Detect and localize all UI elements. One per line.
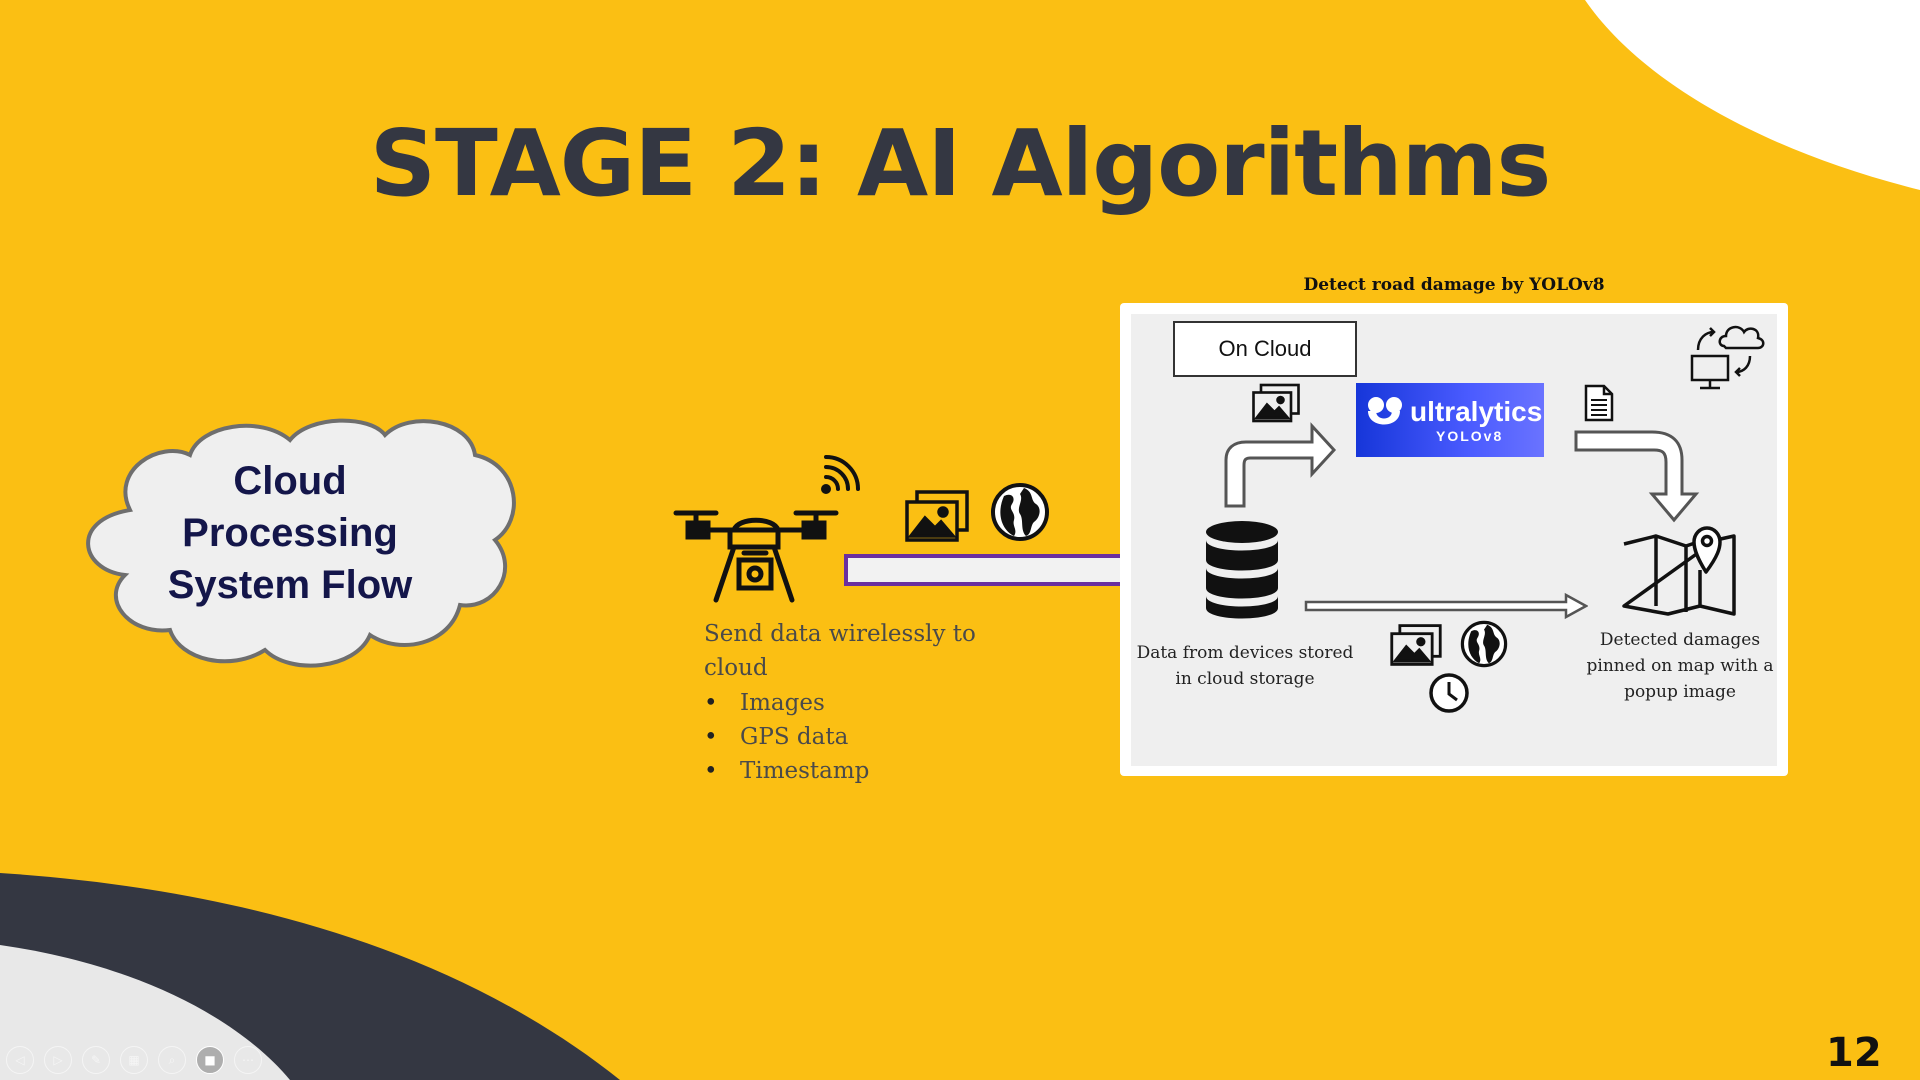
drone-icon bbox=[673, 510, 839, 603]
images-icon bbox=[1252, 383, 1300, 423]
more-icon[interactable]: ⋯ bbox=[234, 1046, 262, 1074]
ultralytics-model: YOLOv8 bbox=[1436, 428, 1504, 444]
images-icon bbox=[905, 490, 969, 542]
data-bullets: Images GPS data Timestamp bbox=[704, 686, 869, 788]
bottom-left-light-wave bbox=[0, 945, 290, 1080]
presenter-toolbar: ◁ ▷ ✎ ▦ ⌕ ■ ⋯ bbox=[6, 1046, 262, 1074]
slides-icon[interactable]: ▦ bbox=[120, 1046, 148, 1074]
map-pin-icon bbox=[1622, 526, 1736, 616]
cloud-label-line: Processing bbox=[182, 511, 398, 555]
globe-icon bbox=[991, 483, 1049, 541]
cloud-shape bbox=[86, 418, 516, 668]
cloud-sync-icon bbox=[1690, 325, 1765, 390]
images-icon bbox=[1390, 624, 1442, 666]
ultralytics-brand: ultralytics bbox=[1410, 396, 1543, 427]
send-data-text: Send data wirelessly to cloud bbox=[704, 621, 976, 681]
ultralytics-mark-icon bbox=[1368, 397, 1402, 425]
document-icon bbox=[1584, 384, 1614, 422]
slide-title: STAGE 2: AI Algorithms bbox=[369, 110, 1552, 217]
cloud-label-line: System Flow bbox=[167, 563, 413, 607]
globe-icon bbox=[1460, 620, 1508, 668]
upload-to-model-arrow bbox=[1224, 422, 1337, 508]
next-icon[interactable]: ▷ bbox=[44, 1046, 72, 1074]
wifi-signal-icon bbox=[821, 455, 860, 494]
page-number: 12 bbox=[1826, 1030, 1882, 1076]
zoom-icon[interactable]: ⌕ bbox=[158, 1046, 186, 1074]
result-to-map-arrow bbox=[1574, 430, 1700, 523]
pen-icon[interactable]: ✎ bbox=[82, 1046, 110, 1074]
on-cloud-label: On Cloud bbox=[1173, 321, 1357, 377]
bullet-item: Images bbox=[704, 686, 869, 720]
top-right-white-shape bbox=[1585, 0, 1920, 190]
cloud-label-line: Cloud bbox=[233, 459, 347, 503]
database-icon bbox=[1206, 521, 1278, 619]
camera-icon[interactable]: ■ bbox=[196, 1046, 224, 1074]
cloud-label: Cloud Processing System Flow bbox=[130, 455, 450, 611]
db-caption: Data from devices stored in cloud storag… bbox=[1136, 643, 1354, 689]
bullet-item: Timestamp bbox=[704, 754, 869, 788]
map-caption: Detected damages pinned on map with a po… bbox=[1586, 630, 1774, 702]
panel-caption: Detect road damage by YOLOv8 bbox=[1303, 275, 1605, 295]
db-to-map-arrow bbox=[1304, 592, 1588, 620]
bullet-item: GPS data bbox=[704, 720, 869, 754]
clock-icon bbox=[1429, 673, 1469, 713]
prev-icon[interactable]: ◁ bbox=[6, 1046, 34, 1074]
